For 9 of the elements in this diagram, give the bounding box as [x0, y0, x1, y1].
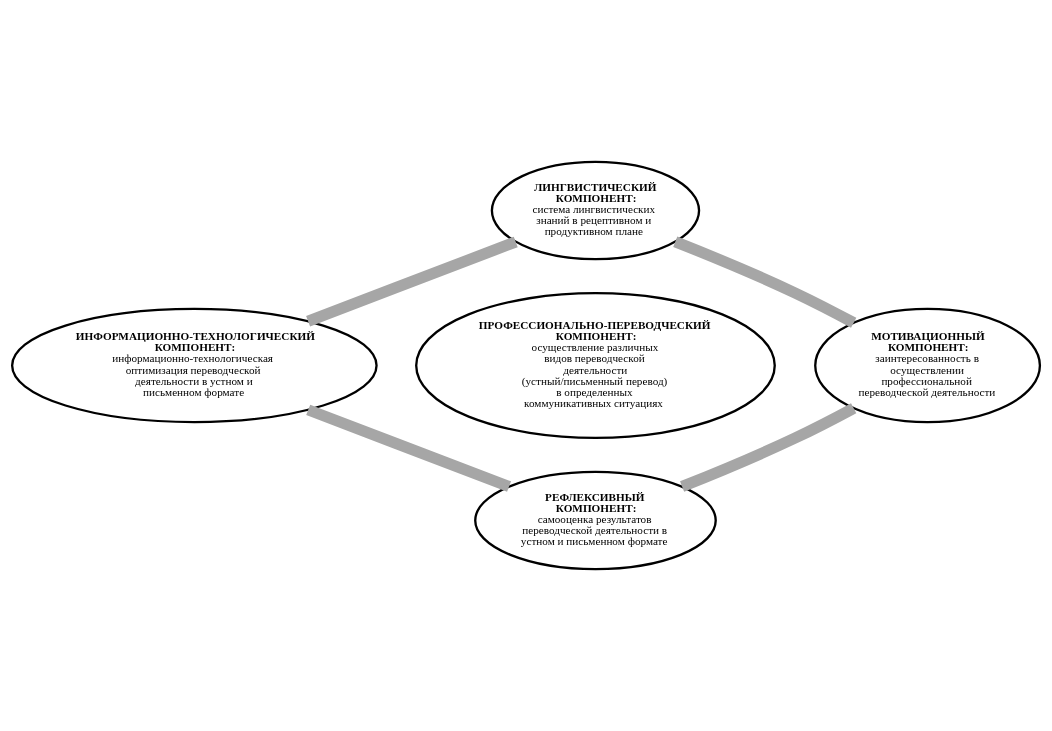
connector	[680, 403, 857, 492]
node-ellipse: ПРОФЕССИОНАЛЬНО-ПЕРЕВОДЧЕСКИЙ КОМПОНЕНТ: осуществление различных видов переводческой деятельности (устный/письменный перевод) в определенных коммуникативных ситуациях	[415, 292, 776, 440]
node-ellipse: ИНФОРМАЦИОННО-ТЕХНОЛОГИЧЕСКИЙ КОМПОНЕНТ: информационно-технологическая оптимизация переводческой деятельности в устном и письменном формате	[10, 307, 378, 424]
connector	[306, 236, 518, 327]
connector	[306, 404, 512, 492]
node-ellipse: РЕФЛЕКСИВНЫЙ КОМПОНЕНТ: самооценка результатов переводческой деятельности в устном и письменном формате	[474, 470, 717, 571]
connector	[673, 236, 857, 328]
node-ellipse: МОТИВАЦИОННЫЙ КОМПОНЕНТ: заинтересованность в осуществлении профессиональной переводческой деятельности	[814, 307, 1042, 424]
node-ellipse: ЛИНГВИСТИЧЕСКИЙ КОМПОНЕНТ: система лингвистических знаний в рецептивном и продуктивном плане	[490, 160, 701, 261]
